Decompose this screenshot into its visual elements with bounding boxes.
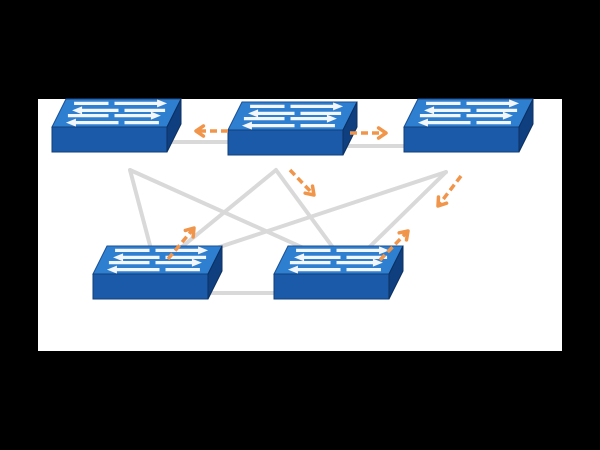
switch-icon xyxy=(227,101,358,156)
nodes-layer xyxy=(51,98,534,300)
switch-icon xyxy=(92,245,223,300)
switch-icon xyxy=(403,98,534,153)
switch-icon xyxy=(273,245,404,300)
flow-arrow-sw-bottom-right-to-sw-top-right xyxy=(378,229,410,262)
flow-arrow-sw-top-center-to-sw-top-right xyxy=(350,126,388,140)
flow-arrow-sw-top-center-to-sw-top-left xyxy=(194,124,228,138)
flow-arrow-sw-bottom-left-to-sw-top-center xyxy=(166,226,196,261)
switch-icon xyxy=(51,98,182,153)
flows-layer xyxy=(166,124,463,262)
flow-arrow-sw-top-center-to-sw-bottom-right xyxy=(288,168,316,197)
flow-arrow-sw-top-right-to-sw-bottom-right xyxy=(436,174,463,208)
